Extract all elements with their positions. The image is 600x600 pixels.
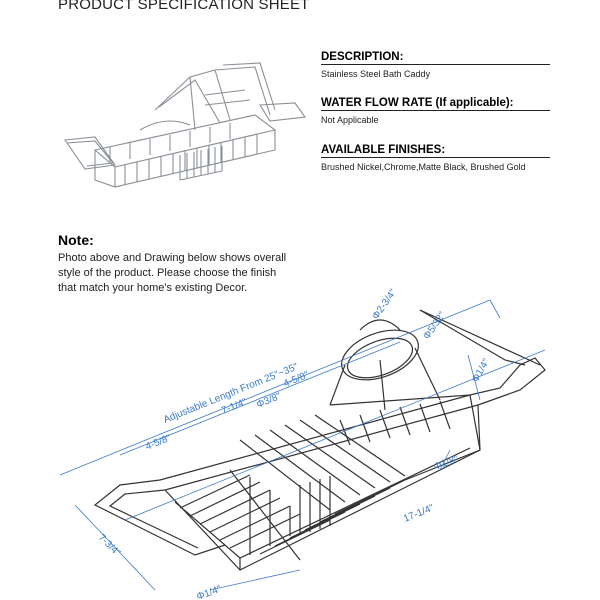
product-photo (64, 62, 306, 188)
dimension-lines (59, 299, 546, 591)
dim-17-1-4: 17-1/4" (402, 502, 436, 524)
dim-phi-1-4-right: Φ1/4" (470, 357, 492, 385)
technical-drawing: Adjustable Length From 25"~35" 4-5/8" 7-… (59, 287, 546, 600)
dim-phi-1-8: Φ1/8" (432, 454, 460, 473)
finishes-heading: AVAILABLE FINISHES: (321, 144, 550, 158)
description-heading: DESCRIPTION: (321, 51, 550, 65)
note-heading: Note: (58, 232, 94, 248)
spec-description: DESCRIPTION: Stainless Steel Bath Caddy (321, 51, 550, 79)
spec-water-flow: WATER FLOW RATE (If applicable): Not App… (321, 97, 550, 125)
description-value: Stainless Steel Bath Caddy (321, 69, 431, 79)
dim-phi-5-32: Φ5/32" (421, 310, 448, 342)
dim-phi-1-4-bottom: Φ1/4" (195, 584, 223, 600)
finishes-value: Brushed Nickel,Chrome,Matte Black, Brush… (321, 162, 526, 172)
spec-finishes: AVAILABLE FINISHES: Brushed Nickel,Chrom… (321, 144, 550, 172)
water-flow-value: Not Applicable (321, 115, 379, 125)
dim-phi-2-3-4: Φ2-3/4" (370, 287, 399, 322)
water-flow-heading: WATER FLOW RATE (If applicable): (321, 97, 550, 111)
page-title: PRODUCT SPECIFICATION SHEET (58, 0, 310, 13)
note-section: Note: Photo above and Drawing below show… (58, 232, 328, 296)
dim-4-5-8-left: 4-5/8" (144, 433, 173, 453)
note-body: Photo above and Drawing below shows over… (58, 252, 287, 294)
dim-7-3-4: 7-3/4" (96, 532, 123, 559)
